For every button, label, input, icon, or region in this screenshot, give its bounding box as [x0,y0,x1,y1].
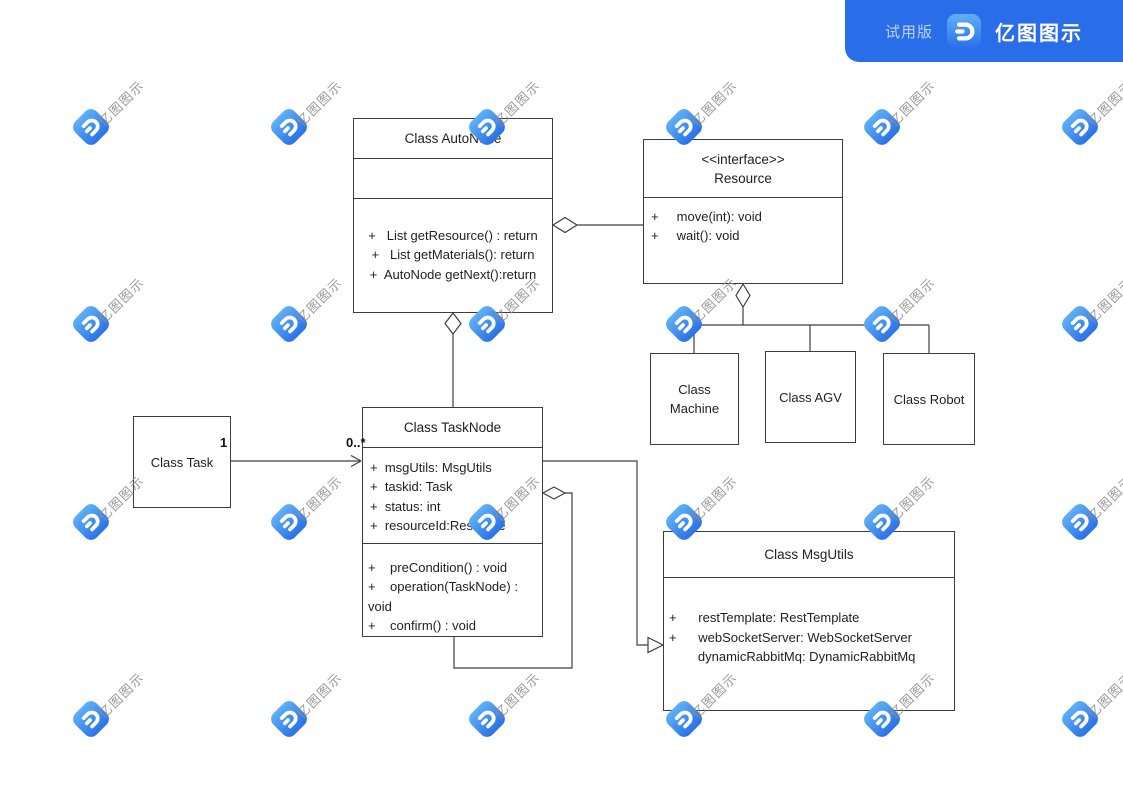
attribute: + webSocketServer: WebSocketServer [669,629,912,645]
method: + AutoNode getNext():return [369,266,537,282]
class-box-agv[interactable]: Class AGV [765,351,856,443]
aggregation-diamond-icon [444,312,462,335]
attribute: + restTemplate: RestTemplate [669,610,860,625]
class-box-autonode[interactable]: Class AutoNode + List getResource() : re… [353,118,553,313]
interface-name: Resource [714,170,772,186]
attribute: + msgUtils: MsgUtils [370,460,492,475]
method: + List getMaterials(): return [371,247,535,263]
class-box-tasknode[interactable]: Class TaskNode + msgUtils: MsgUtils + ta… [362,407,543,637]
class-title: Class Robot [893,391,965,407]
trial-banner[interactable]: 试用版 亿图图示 [845,0,1123,62]
class-title: Class Task [150,454,214,470]
class-title: Class TaskNode [363,408,542,448]
attributes-section [354,159,552,199]
attribute: dynamicRabbitMq: DynamicRabbitMq [669,649,916,664]
interface-title: <<interface>> Resource [644,140,842,198]
methods-section: + List getResource() : return + List get… [354,199,552,311]
class-box-robot[interactable]: Class Robot [883,353,975,445]
class-title: Class Machine [669,382,720,416]
stereotype: <<interface>> [701,151,785,167]
attributes-section: + msgUtils: MsgUtils + taskid: Task + st… [363,448,542,544]
aggregation-diamond-icon [735,282,751,309]
open-arrow-icon [350,454,362,468]
attributes-section: + restTemplate: RestTemplate + webSocket… [664,578,954,667]
method: + move(int): void [651,209,762,224]
brand-name: 亿图图示 [995,22,1083,45]
multiplicity-label: 1 [220,435,228,450]
method: + preCondition() : void [368,560,508,575]
generalization-arrow-icon [647,636,665,654]
interface-box-resource[interactable]: <<interface>> Resource + move(int): void… [643,139,843,284]
methods-section: + move(int): void + wait(): void [644,198,842,246]
aggregation-diamond-icon [541,486,567,500]
multiplicity-label: 0..* [346,435,366,450]
attribute: + resourceId:Resource [370,517,506,533]
method: + List getResource() : return [368,228,538,244]
aggregation-diamond-icon [551,216,579,234]
class-title: Class AGV [779,389,842,405]
class-title: Class AutoNode [354,119,552,159]
class-box-task[interactable]: Class Task [133,416,231,508]
class-title: Class MsgUtils [664,532,954,578]
edraw-logo-icon [947,14,981,48]
attribute: + taskid: Task [370,479,453,495]
method: + confirm() : void [368,617,476,633]
method: + operation(TaskNode) : void [368,579,522,614]
methods-section: + preCondition() : void + operation(Task… [363,544,542,635]
method: + wait(): void [651,228,740,244]
class-box-machine[interactable]: Class Machine [650,353,739,445]
edge-tasknode-msgutils [543,460,648,646]
edge-tasknode-self [453,492,573,669]
class-box-msgutils[interactable]: Class MsgUtils + restTemplate: RestTempl… [663,531,955,711]
attribute: + status: int [370,498,441,514]
trial-label: 试用版 [884,23,933,41]
